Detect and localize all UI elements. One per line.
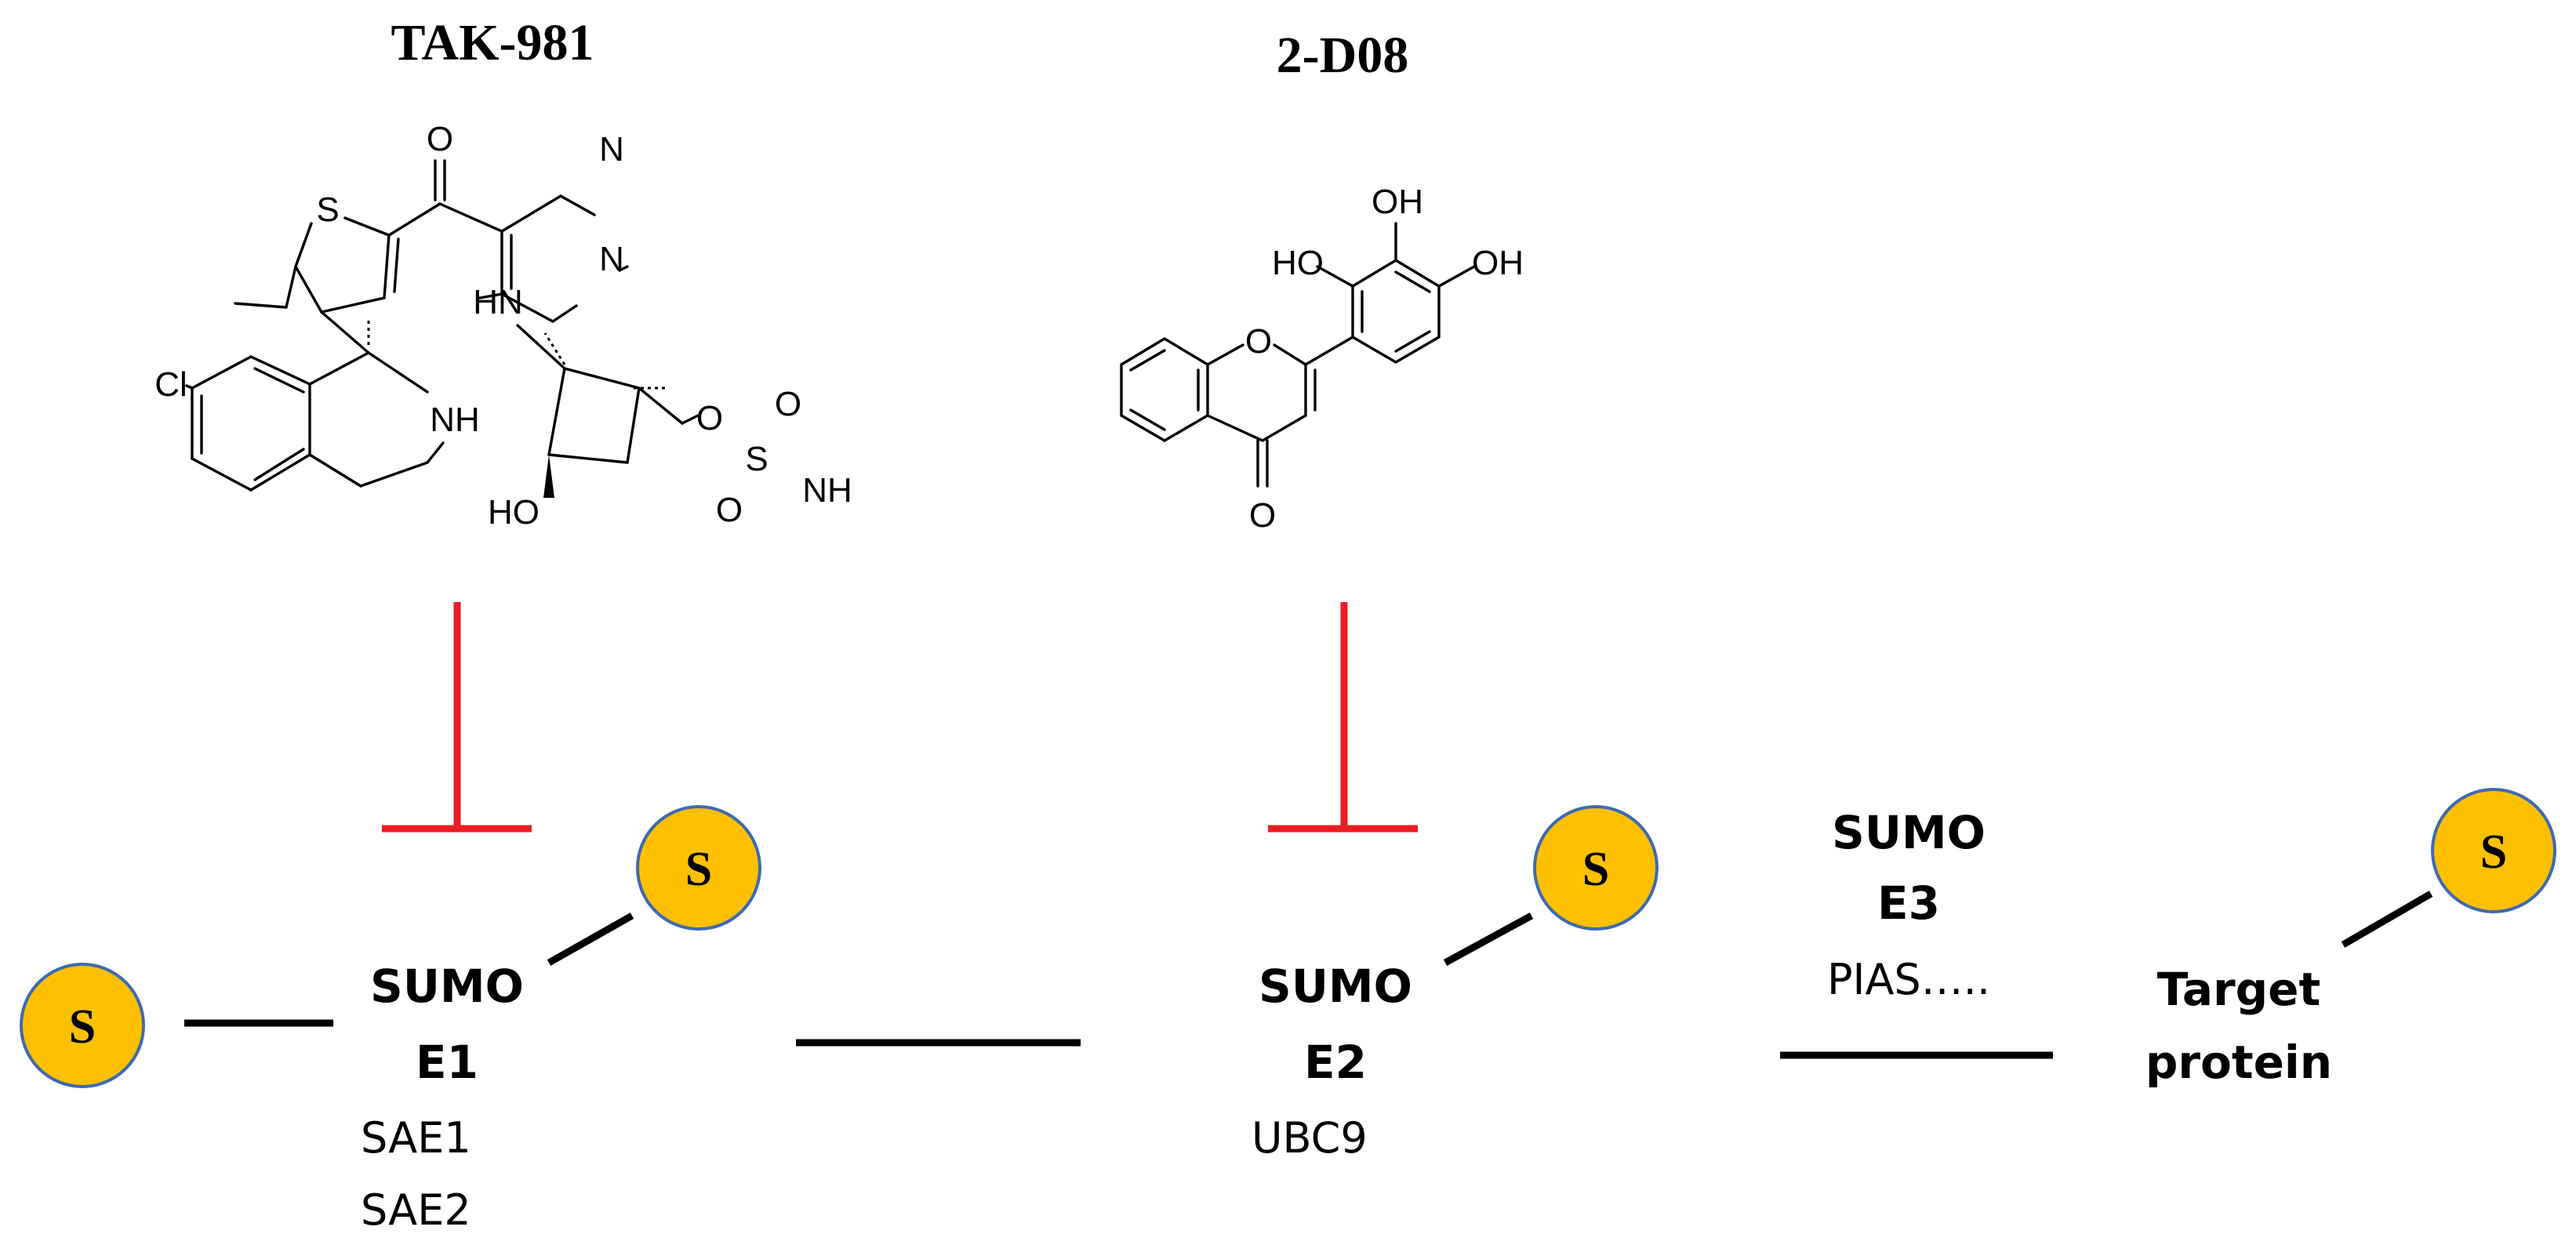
tak981-atom-hn: HN xyxy=(473,283,523,321)
target-line2: protein xyxy=(2145,1036,2332,1089)
e1-enzyme-sae2: SAE2 xyxy=(361,1185,471,1235)
svg-text:S: S xyxy=(2480,826,2507,879)
svg-text:S: S xyxy=(1582,843,1609,896)
d08-atom-o-ring: O xyxy=(1245,322,1272,361)
tak981-atom-s-sulf: S xyxy=(745,440,768,478)
svg-text:S: S xyxy=(69,1000,96,1054)
d08-structure: OH HO OH O O xyxy=(1120,183,1524,535)
tak981-atom-n2: N xyxy=(599,240,624,278)
sumo-badge-e1: S xyxy=(547,805,761,966)
e2-title: SUMO xyxy=(1259,960,1412,1013)
sumo-badge-free: S xyxy=(20,963,145,1088)
tak981-atom-s: S xyxy=(316,191,339,229)
target-line1: Target xyxy=(2157,963,2320,1016)
tak981-atom-n1: N xyxy=(599,130,624,169)
tak981-atom-ho: HO xyxy=(488,493,540,532)
d08-inhibition-bar xyxy=(1268,602,1418,833)
e1-enzyme-sae1: SAE1 xyxy=(361,1113,471,1163)
d08-atom-o-ketone: O xyxy=(1249,496,1276,535)
e1-title: SUMO xyxy=(370,960,524,1013)
tak981-inhibition-bar xyxy=(382,602,532,833)
e2-enzyme-ubc9: UBC9 xyxy=(1252,1113,1368,1163)
e3-labels: SUMO E3 PIAS….. xyxy=(1827,806,1990,1004)
d08-atom-oh2: OH xyxy=(1472,244,1524,282)
e2-labels: SUMO E2 UBC9 xyxy=(1252,960,1412,1163)
d08-bonds xyxy=(1120,222,1476,488)
d08-atom-oh1: OH xyxy=(1372,183,1423,221)
tak981-atom-o-ester: O xyxy=(696,399,723,437)
target-labels: Target protein xyxy=(2145,963,2332,1089)
hash-bonds xyxy=(367,318,667,390)
d08-title: 2-D08 xyxy=(1277,27,1409,84)
e2-subtitle: E2 xyxy=(1304,1036,1367,1089)
tak981-atom-nh: NH xyxy=(430,401,480,439)
tak981-title: TAK-981 xyxy=(391,14,594,71)
tak981-atom-o-ketone: O xyxy=(427,120,453,158)
e3-subtitle: E3 xyxy=(1877,876,1940,930)
sumo-badge-e2: S xyxy=(1443,805,1659,966)
d08-atom-ho: HO xyxy=(1272,244,1324,282)
tak981-atom-nh-sulf: NH xyxy=(802,471,852,510)
e3-enzyme-pias: PIAS….. xyxy=(1827,955,1990,1004)
tak981-bonds xyxy=(185,159,699,492)
e1-labels: SUMO E1 SAE1 SAE2 xyxy=(361,960,524,1235)
tak981-structure: O N N S HN Cl NH HO O O S O NH xyxy=(154,120,852,532)
sumo-badge-target: S xyxy=(2341,788,2556,948)
wedge-bond xyxy=(543,455,554,498)
tak981-atom-o-s2: O xyxy=(716,491,743,529)
tak981-atom-cl: Cl xyxy=(154,365,187,404)
svg-text:S: S xyxy=(685,843,712,896)
e3-title: SUMO xyxy=(1832,806,1986,859)
e1-subtitle: E1 xyxy=(416,1036,478,1089)
tak981-atom-o-s1: O xyxy=(775,385,801,423)
